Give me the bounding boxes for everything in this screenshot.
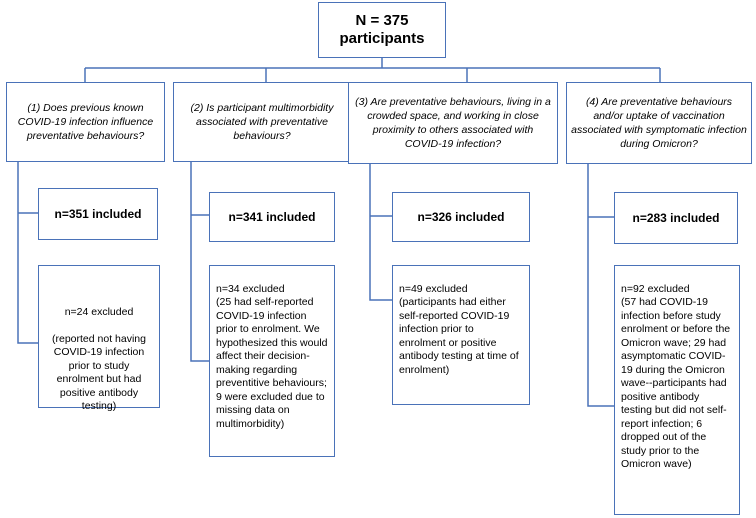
question-text-4: (4) Are preventative behaviours and/or u…	[571, 96, 747, 150]
included-box-4: n=283 included	[614, 192, 738, 244]
included-text-3: n=326 included	[417, 210, 505, 224]
question-text-2: (2) Is participant multimorbidity associ…	[190, 102, 334, 142]
excluded-text-1: n=24 excluded (reported not having COVID…	[52, 305, 146, 413]
included-box-2: n=341 included	[209, 192, 335, 242]
included-box-3: n=326 included	[392, 192, 530, 242]
excluded-box-4: n=92 excluded (57 had COVID-19 infection…	[614, 265, 740, 515]
included-text-1: n=351 included	[54, 207, 142, 221]
question-text-3: (3) Are preventative behaviours, living …	[355, 96, 551, 150]
excluded-text-4: n=92 excluded (57 had COVID-19 infection…	[621, 282, 731, 471]
total-label: participants	[339, 30, 425, 47]
question-box-3: (3) Are preventative behaviours, living …	[348, 82, 558, 164]
included-text-2: n=341 included	[228, 210, 316, 224]
excluded-text-2: n=34 excluded (25 had self-reported COVI…	[216, 282, 328, 430]
included-box-1: n=351 included	[38, 188, 158, 240]
excluded-box-1: n=24 excluded (reported not having COVID…	[38, 265, 160, 412]
question-text-1: (1) Does previous known COVID-19 infecti…	[17, 102, 154, 142]
excluded-box-2: n=34 excluded (25 had self-reported COVI…	[209, 265, 335, 457]
total-count: N = 375	[355, 12, 409, 29]
question-box-2: (2) Is participant multimorbidity associ…	[173, 82, 351, 162]
question-box-4: (4) Are preventative behaviours and/or u…	[566, 82, 752, 164]
total-participants-box: N = 375 participants	[318, 2, 446, 58]
excluded-box-3: n=49 excluded (participants had either s…	[392, 265, 530, 405]
included-text-4: n=283 included	[632, 211, 720, 225]
excluded-text-3: n=49 excluded (participants had either s…	[399, 282, 519, 376]
question-box-1: (1) Does previous known COVID-19 infecti…	[6, 82, 165, 162]
